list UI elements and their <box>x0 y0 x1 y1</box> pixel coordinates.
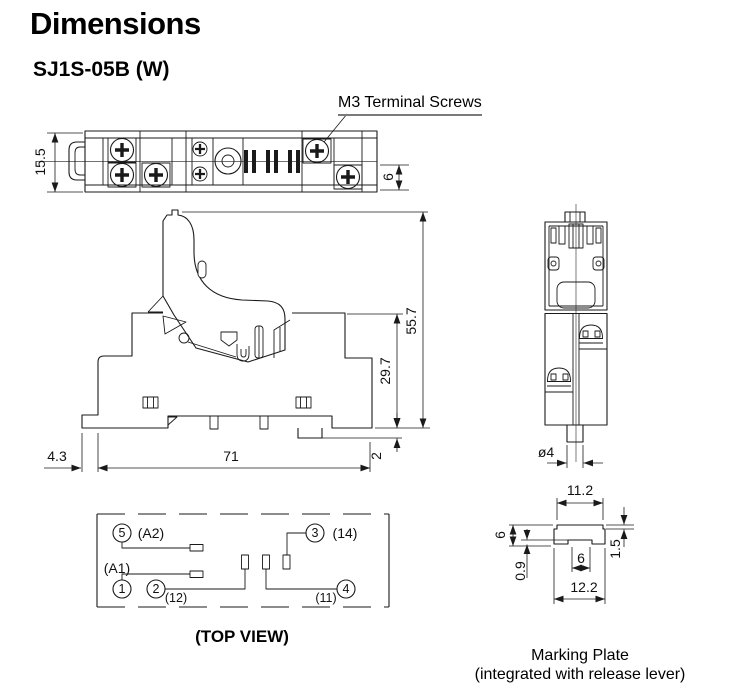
dim-front-body-height: 29.7 <box>377 357 393 385</box>
terminal-label-a1: (A1) <box>103 560 131 576</box>
terminal-label-14: (14) <box>332 525 358 541</box>
top-view-caption: (TOP VIEW) <box>195 627 289 646</box>
terminal-number-5: 5 <box>118 526 126 540</box>
dim-top-view-height: 15.5 <box>32 148 48 176</box>
dim-front-overall-height: 55.7 <box>403 307 419 335</box>
terminal-number-1: 1 <box>118 582 126 596</box>
dim-front-left-offset: 4.3 <box>47 448 67 464</box>
terminal-label-12: (12) <box>164 591 188 605</box>
dim-plate-notch-width: 6 <box>577 550 585 566</box>
dim-plate-top-width: 11.2 <box>566 482 594 498</box>
dim-plate-step-height: 1.5 <box>607 539 623 559</box>
model-number: SJ1S-05B (W) <box>33 58 170 81</box>
marking-plate-subcaption: (integrated with release lever) <box>474 666 686 683</box>
schematic-drawing <box>96 513 390 608</box>
release-lever <box>147 209 286 363</box>
socket-internals <box>162 315 291 362</box>
dim-front-width: 71 <box>223 448 239 464</box>
top-view-drawing <box>36 113 409 193</box>
marking-plate-caption: Marking Plate <box>531 647 629 664</box>
terminal-screws-label: M3 Terminal Screws <box>338 94 482 116</box>
dim-plate-notch-depth: 0.9 <box>512 561 528 581</box>
terminal-number-3: 3 <box>311 526 319 540</box>
dim-top-view-screw-row: 6 <box>380 173 396 181</box>
front-view-drawing <box>44 209 430 472</box>
dim-plate-height: 6 <box>492 531 508 539</box>
terminal-number-2: 2 <box>152 582 160 596</box>
contact-bars <box>244 150 300 173</box>
dim-front-foot-height: 2 <box>368 452 384 460</box>
leader-line <box>323 113 348 143</box>
terminal-screw-icon <box>109 137 361 190</box>
dim-side-hole-diameter: ø4 <box>537 444 555 460</box>
side-view-drawing <box>544 204 608 468</box>
terminal-label-11: (11) <box>315 591 337 605</box>
page-title: Dimensions <box>30 6 201 41</box>
marking-plate-drawing <box>509 498 634 604</box>
terminal-number-4: 4 <box>342 582 350 596</box>
terminal-label-a2: (A2) <box>137 525 165 541</box>
dim-plate-bottom-width: 12.2 <box>570 579 598 595</box>
